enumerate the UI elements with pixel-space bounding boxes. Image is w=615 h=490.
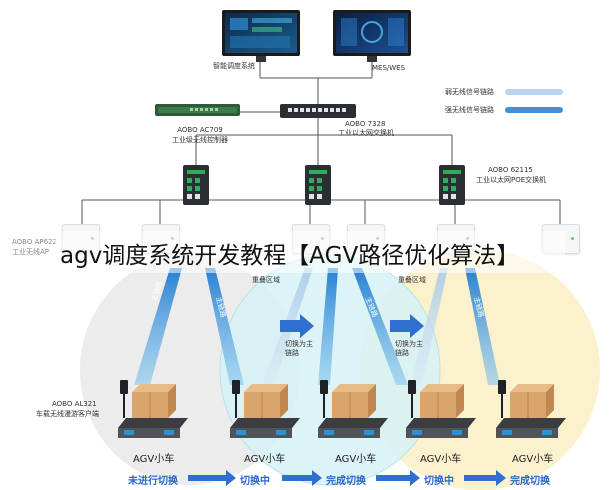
core-switch (280, 104, 356, 118)
bottom-arrows (188, 470, 506, 486)
strong-beam-3 (318, 268, 338, 385)
ap-model: AOBO AP622 (12, 238, 57, 246)
client-desc: 车载无线漫游客户端 (36, 410, 99, 418)
strong-beam-2 (205, 268, 244, 385)
agv-group (118, 380, 566, 438)
poe-switch-right (439, 165, 465, 205)
strong-beam-4 (352, 268, 408, 385)
legend-weak-label: 弱无线信号链路 (445, 88, 494, 96)
legend-strong-label: 强无线信号链路 (445, 106, 494, 114)
legend-strong-swatch (505, 107, 563, 113)
ap-desc: 工业无线AP (12, 248, 50, 256)
poe-switch-desc: 工业以太网POE交换机 (476, 176, 547, 184)
agv-label-5: AGV小车 (512, 454, 554, 465)
wireless-controller (155, 104, 240, 116)
status-2: 切换中 (240, 476, 270, 487)
agv-label-4: AGV小车 (420, 454, 462, 465)
legend-weak-swatch (505, 89, 563, 95)
switch-main-label-1: 切换为主链路 (285, 340, 313, 357)
agv-label-1: AGV小车 (133, 454, 175, 465)
system-left-label: 智能调度系统 (213, 62, 255, 70)
monitor-right (333, 10, 411, 62)
poe-switch-left (183, 165, 209, 205)
agv-label-3: AGV小车 (335, 454, 377, 465)
progress-arrow-1 (188, 470, 236, 486)
handover-arrows (280, 314, 424, 338)
client-model: AOBO AL321 (52, 400, 97, 408)
progress-arrow-4 (464, 470, 506, 486)
agv-3 (318, 380, 388, 438)
agv-label-2: AGV小车 (244, 454, 286, 465)
weak-beam-2 (410, 268, 448, 385)
poe-switch-model: AOBO 62115 (488, 166, 533, 174)
progress-arrow-3 (376, 470, 420, 486)
controller-model: AOBO AC709 (177, 126, 223, 134)
monitor-left (222, 10, 300, 62)
status-3: 完成切换 (326, 476, 366, 487)
overlap-zone-label-1: 重叠区域 (252, 276, 280, 284)
status-5: 完成切换 (510, 476, 550, 487)
status-4: 切换中 (424, 476, 454, 487)
page-title: agv调度系统开发教程【AGV路径优化算法】 (60, 243, 520, 269)
switch-main-label-2: 切换为主链路 (395, 340, 423, 357)
handover-arrow-1 (280, 314, 314, 338)
status-1: 未进行切换 (128, 476, 178, 487)
progress-arrow-2 (282, 470, 322, 486)
poe-switch-middle (305, 165, 331, 205)
network-links (81, 60, 561, 225)
system-right-label: MES/WES (372, 64, 406, 72)
core-switch-desc: 工业以太网交换机 (338, 129, 394, 137)
overlap-zone-label-2: 重叠区域 (398, 276, 426, 284)
controller-desc: 工业级无线控制器 (172, 136, 228, 144)
title-backdrop (55, 231, 565, 273)
strong-beam-5 (465, 268, 500, 385)
agv-4 (406, 380, 476, 438)
strong-beam-1 (134, 268, 182, 385)
agv-5 (496, 380, 566, 438)
agv-2 (230, 380, 300, 438)
handover-arrow-2 (390, 314, 424, 338)
core-switch-model: AOBO 7328 (345, 120, 386, 128)
agv-1 (118, 380, 188, 438)
